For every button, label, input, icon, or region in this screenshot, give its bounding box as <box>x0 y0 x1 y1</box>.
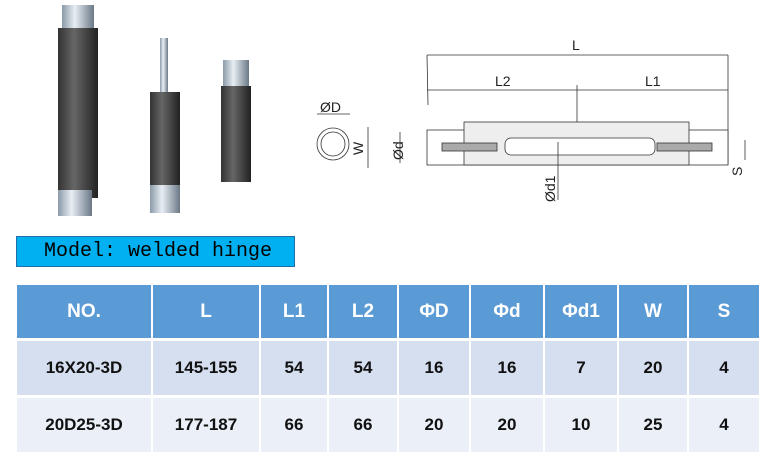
cell-l2: 54 <box>329 341 397 398</box>
header-outer-diameter: ΦD <box>399 285 469 341</box>
label-d1: Ød1 <box>542 175 558 202</box>
cell-d1: 10 <box>545 398 617 452</box>
cell-d: 16 <box>471 341 543 398</box>
header-d1: Φd1 <box>545 285 617 341</box>
technical-drawing: L L2 L1 ØD W Ød Ød1 S <box>316 37 746 202</box>
label-d: Ød <box>390 141 406 160</box>
label-L1: L1 <box>645 73 661 89</box>
label-D: ØD <box>320 99 341 115</box>
cell-l2: 66 <box>329 398 397 452</box>
header-d: Φd <box>471 285 543 341</box>
model-label: Model: welded hinge <box>16 236 295 267</box>
cell-s: 4 <box>689 398 759 452</box>
cell-l: 177-187 <box>153 398 259 452</box>
label-S: S <box>729 167 745 176</box>
cell-l: 145-155 <box>153 341 259 398</box>
header-l2: L2 <box>329 285 397 341</box>
label-L2: L2 <box>495 73 511 89</box>
hinge-photo <box>58 5 251 216</box>
cell-l1: 66 <box>261 398 327 452</box>
cell-w: 25 <box>619 398 687 452</box>
cell-s: 4 <box>689 341 759 398</box>
header-l: L <box>153 285 259 341</box>
table-header-row: NO. L L1 L2 ΦD Φd Φd1 W S <box>17 285 759 341</box>
label-W: W <box>350 141 366 155</box>
table-row: 20D25-3D 177-187 66 66 20 20 10 25 4 <box>17 398 759 452</box>
table-row: 16X20-3D 145-155 54 54 16 16 7 20 4 <box>17 341 759 398</box>
header-w: W <box>619 285 687 341</box>
cell-w: 20 <box>619 341 687 398</box>
header-no: NO. <box>17 285 151 341</box>
cell-no: 16X20-3D <box>17 341 151 398</box>
cell-d: 20 <box>471 398 543 452</box>
cell-l1: 54 <box>261 341 327 398</box>
label-L: L <box>572 37 580 53</box>
cell-outer-diameter: 16 <box>399 341 469 398</box>
header-l1: L1 <box>261 285 327 341</box>
cell-no: 20D25-3D <box>17 398 151 452</box>
spec-table: NO. L L1 L2 ΦD Φd Φd1 W S 16X20-3D 145-1… <box>15 285 761 452</box>
cell-d1: 7 <box>545 341 617 398</box>
header-s: S <box>689 285 759 341</box>
cell-outer-diameter: 20 <box>399 398 469 452</box>
